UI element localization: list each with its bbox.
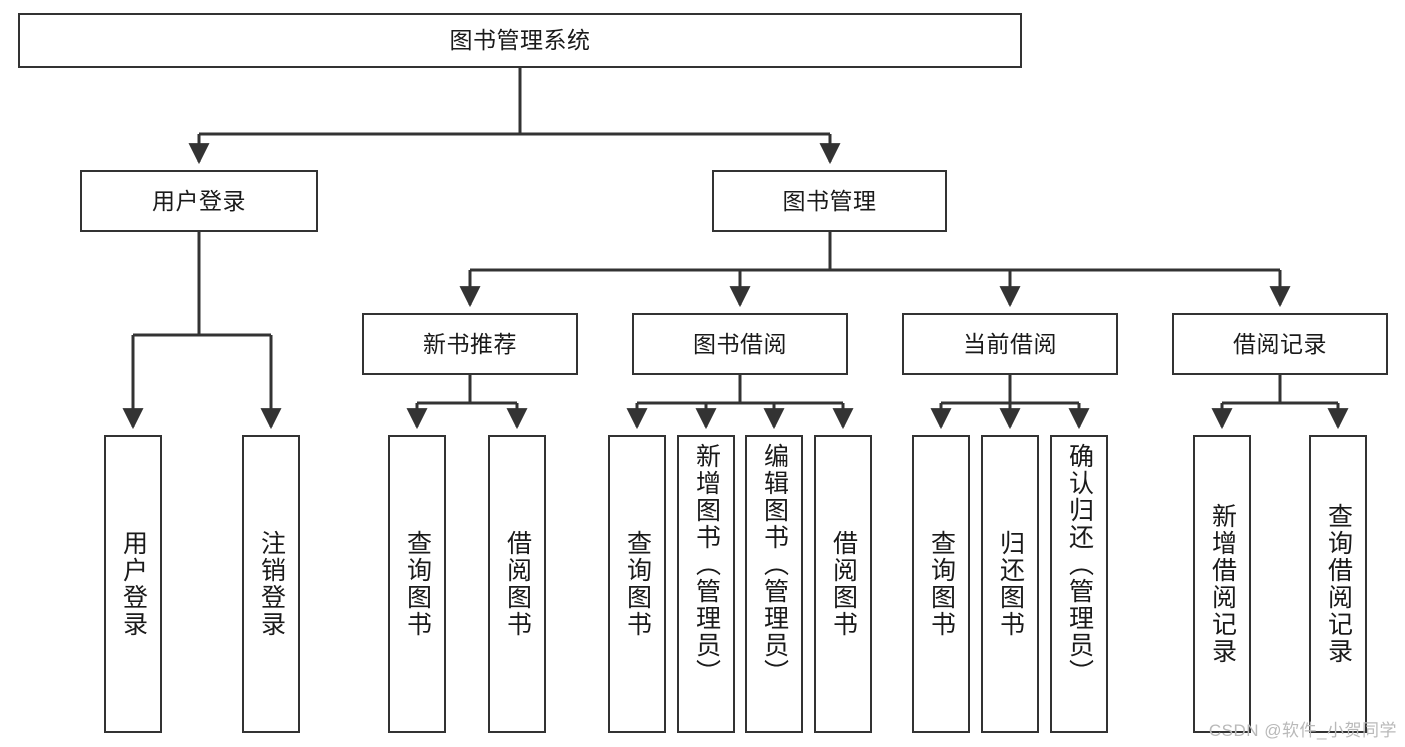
node-leaf-logout[interactable]: 注销登录 (242, 435, 300, 733)
node-current-borrow[interactable]: 当前借阅 (902, 313, 1118, 375)
node-root-label: 图书管理系统 (449, 27, 591, 54)
node-leaf-return-book[interactable]: 归还图书 (981, 435, 1039, 733)
node-leaf-add-book-admin[interactable]: 新增图书（管理员） (677, 435, 735, 733)
node-user-login-label: 用户登录 (152, 187, 246, 214)
node-book-management[interactable]: 图书管理 (712, 170, 947, 232)
node-book-management-label: 图书管理 (782, 187, 877, 214)
node-leaf-query-borrow-record-label: 查询借阅记录 (1324, 503, 1353, 665)
node-user-login[interactable]: 用户登录 (80, 170, 318, 232)
node-leaf-logout-label: 注销登录 (257, 530, 286, 638)
node-leaf-query-book-current-label: 查询图书 (927, 530, 956, 638)
node-leaf-query-borrow-record[interactable]: 查询借阅记录 (1309, 435, 1367, 733)
node-leaf-add-borrow-record-label: 新增借阅记录 (1208, 503, 1237, 665)
node-leaf-query-book-borrow[interactable]: 查询图书 (608, 435, 666, 733)
node-leaf-confirm-return-admin-label: 确认归还（管理员） (1065, 443, 1094, 686)
node-root[interactable]: 图书管理系统 (18, 13, 1022, 68)
node-leaf-query-book-recommend-label: 查询图书 (403, 530, 432, 638)
node-leaf-borrow-book-recommend-label: 借阅图书 (503, 530, 532, 638)
node-leaf-borrow-book-recommend[interactable]: 借阅图书 (488, 435, 546, 733)
node-leaf-query-book-borrow-label: 查询图书 (623, 530, 652, 638)
node-leaf-user-login-label: 用户登录 (119, 530, 148, 638)
node-current-borrow-label: 当前借阅 (963, 330, 1057, 357)
node-book-borrow-label: 图书借阅 (693, 330, 787, 357)
node-borrow-records-label: 借阅记录 (1233, 330, 1327, 357)
node-leaf-return-book-label: 归还图书 (996, 530, 1025, 638)
node-leaf-confirm-return-admin[interactable]: 确认归还（管理员） (1050, 435, 1108, 733)
node-leaf-edit-book-admin-label: 编辑图书（管理员） (760, 443, 789, 686)
csdn-watermark: CSDN @软件_小贺同学 (1208, 721, 1397, 740)
node-leaf-edit-book-admin[interactable]: 编辑图书（管理员） (745, 435, 803, 733)
node-leaf-borrow-book-label: 借阅图书 (829, 530, 858, 638)
node-leaf-query-book-recommend[interactable]: 查询图书 (388, 435, 446, 733)
node-leaf-add-borrow-record[interactable]: 新增借阅记录 (1193, 435, 1251, 733)
node-leaf-query-book-current[interactable]: 查询图书 (912, 435, 970, 733)
node-new-book-recommend-label: 新书推荐 (423, 330, 517, 357)
node-book-borrow[interactable]: 图书借阅 (632, 313, 848, 375)
node-leaf-user-login[interactable]: 用户登录 (104, 435, 162, 733)
node-borrow-records[interactable]: 借阅记录 (1172, 313, 1388, 375)
node-new-book-recommend[interactable]: 新书推荐 (362, 313, 578, 375)
node-leaf-add-book-admin-label: 新增图书（管理员） (692, 443, 721, 686)
node-leaf-borrow-book[interactable]: 借阅图书 (814, 435, 872, 733)
